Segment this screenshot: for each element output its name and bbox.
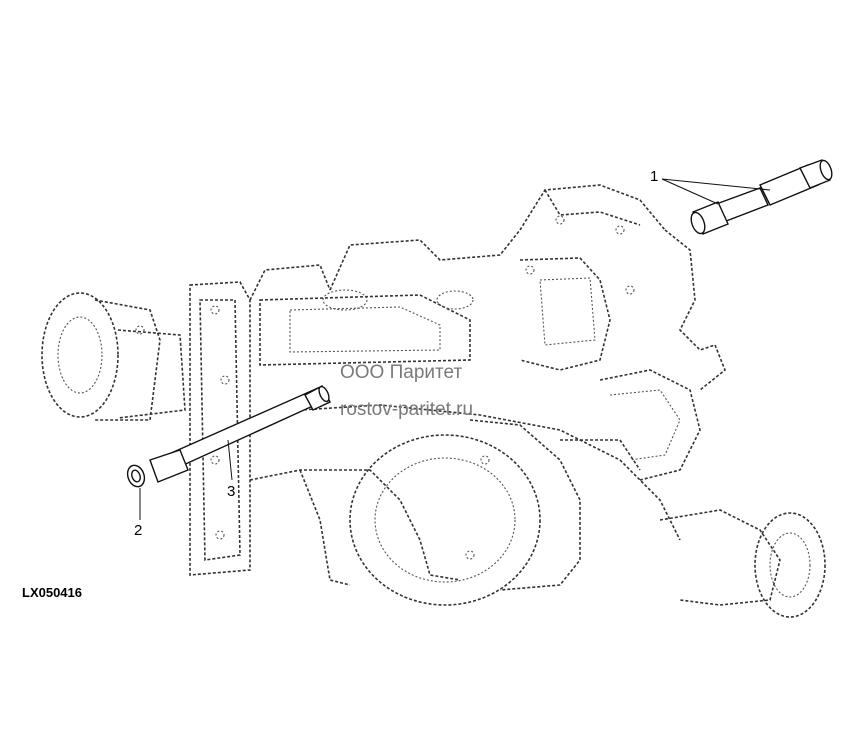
callout-2: 2: [134, 522, 142, 539]
figure-id: LX050416: [22, 585, 82, 600]
watermark-company: ООО Паритет: [340, 362, 462, 383]
watermark-url: rostov-paritet.ru: [340, 399, 473, 420]
leader-lines: [139, 178, 771, 520]
part-1-splined-shafts: [690, 159, 833, 235]
part-2-snap-ring: [126, 464, 146, 488]
transmission-housing-outline: [41, 184, 826, 618]
callout-1: 1: [650, 168, 658, 185]
part-3-long-shaft: [149, 385, 331, 483]
callout-3: 3: [227, 483, 235, 500]
